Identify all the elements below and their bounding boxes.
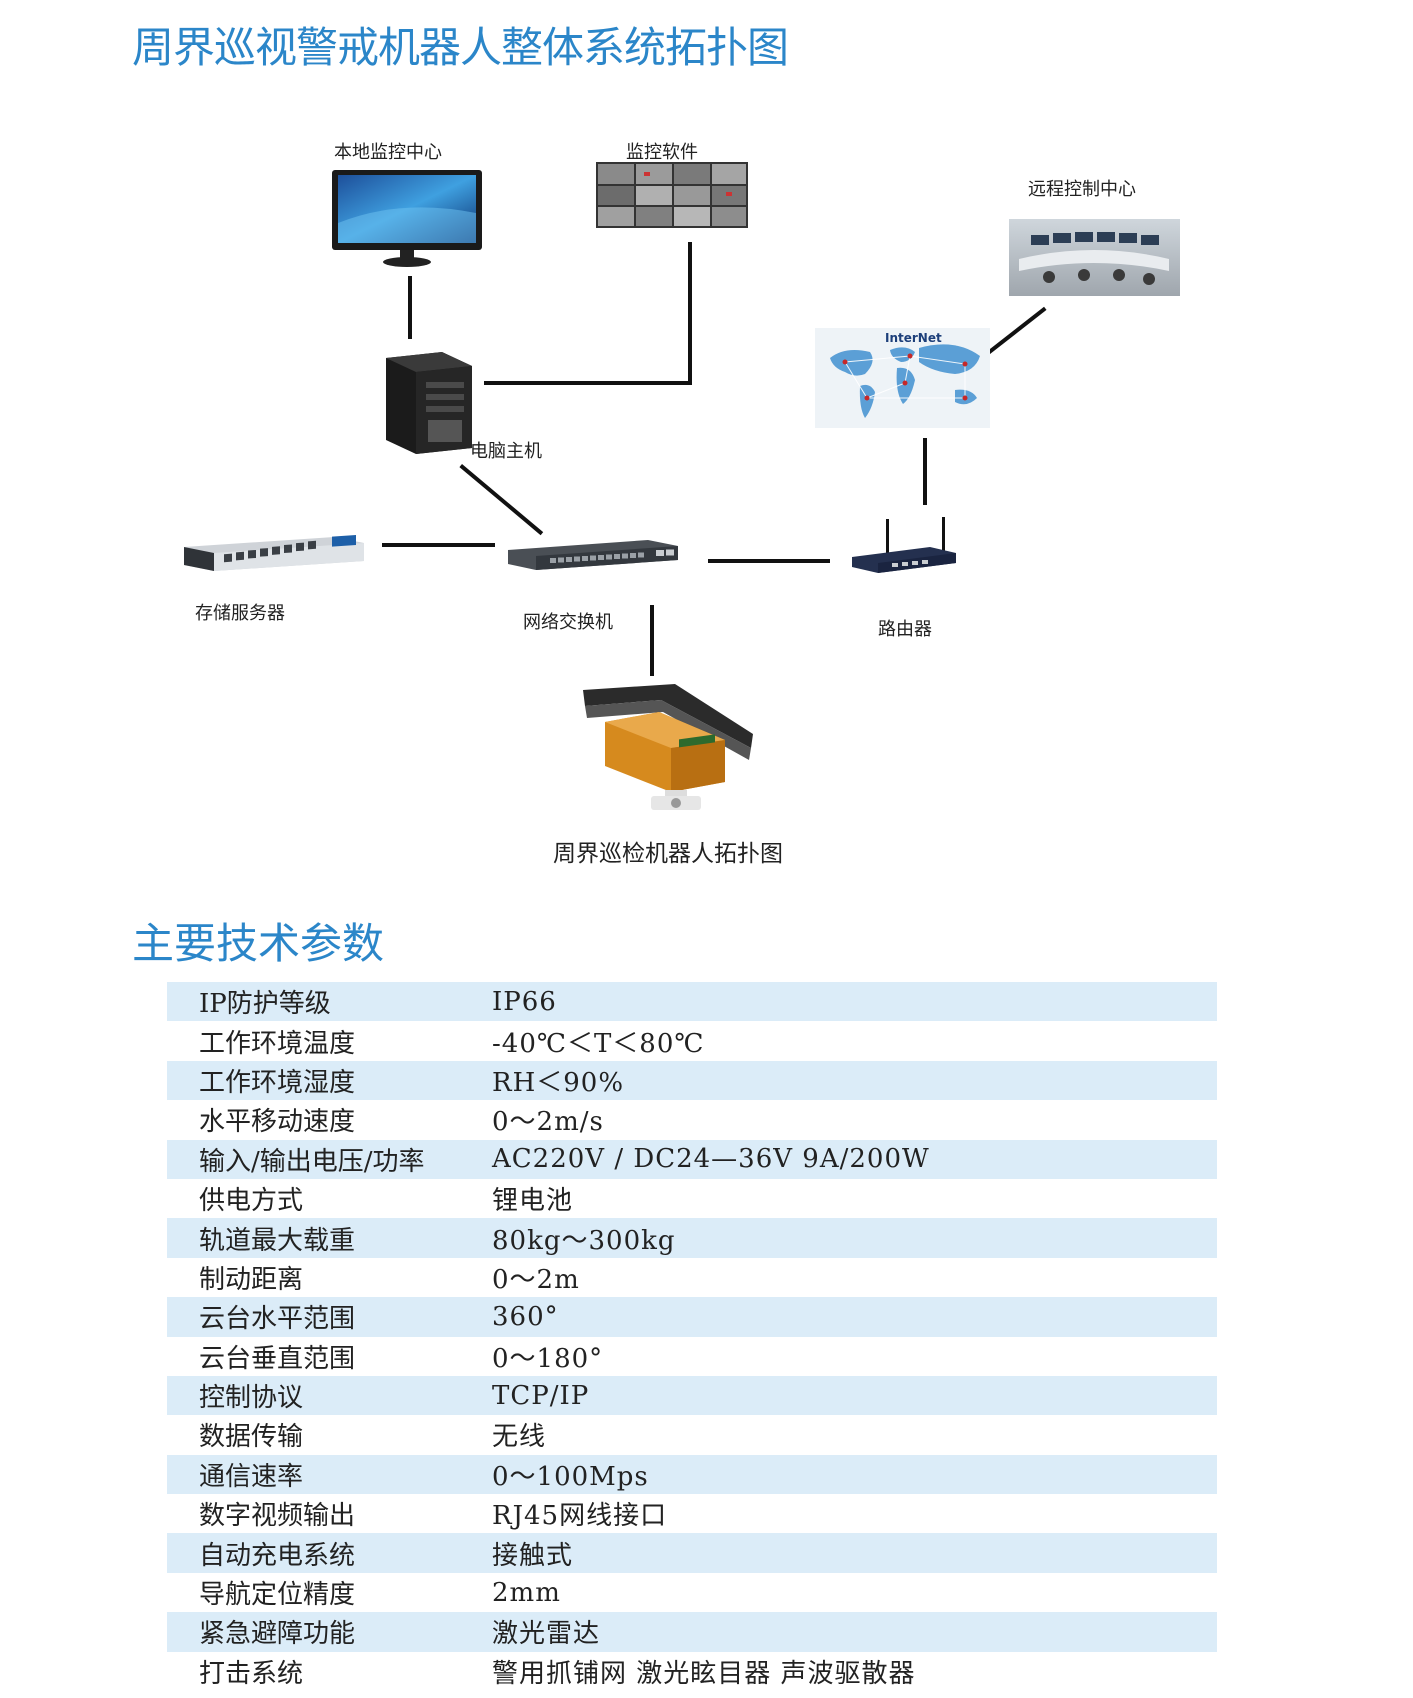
param-value: 0～2m/s <box>492 1107 604 1138</box>
param-name: 输入/输出电压/功率 <box>199 1146 425 1177</box>
table-row: 通信速率 0～100Mps <box>167 1454 1217 1495</box>
param-value: -40℃＜T＜80℃ <box>492 1028 705 1059</box>
param-value: 80kg～300kg <box>492 1225 676 1256</box>
param-value: 0～2m <box>492 1264 580 1295</box>
param-value: AC220V / DC24—36V 9A/200W <box>492 1144 930 1175</box>
table-row: 紧急避障功能 激光雷达 <box>167 1612 1217 1652</box>
table-row: 制动距离 0～2m <box>167 1258 1217 1297</box>
param-name: IP防护等级 <box>199 989 331 1020</box>
internet-world-map-icon: InterNet <box>815 328 990 428</box>
label-network-switch: 网络交换机 <box>523 612 613 633</box>
label-local-monitor-center: 本地监控中心 <box>334 142 442 163</box>
label-remote-control-center: 远程控制中心 <box>1028 179 1136 200</box>
param-name: 工作环境温度 <box>199 1028 356 1059</box>
param-name: 供电方式 <box>199 1186 304 1217</box>
param-value: 激光雷达 <box>492 1619 601 1650</box>
param-value: RJ45网线接口 <box>492 1501 668 1532</box>
link-internet-router <box>923 438 927 505</box>
table-row: 数据传输 无线 <box>167 1415 1217 1454</box>
param-name: 导航定位精度 <box>199 1580 356 1611</box>
table-row: 导航定位精度 2mm <box>167 1573 1217 1612</box>
param-value: 警用抓铺网 激光眩目器 声波驱散器 <box>492 1658 916 1689</box>
diagram-caption: 周界巡检机器人拓扑图 <box>553 841 783 867</box>
label-monitor-software: 监控软件 <box>626 142 698 163</box>
link-switch-router <box>708 559 830 563</box>
param-name: 水平移动速度 <box>199 1107 356 1138</box>
param-value: 接触式 <box>492 1540 574 1571</box>
table-row: 工作环境湿度 RH＜90% <box>167 1060 1217 1101</box>
link-software-pc-horizontal <box>484 381 692 385</box>
table-row: 自动充电系统 接触式 <box>167 1533 1217 1573</box>
param-value: IP66 <box>492 986 557 1017</box>
param-name: 数字视频输出 <box>199 1501 356 1532</box>
link-switch-robot <box>650 605 654 676</box>
label-pc-host: 电脑主机 <box>470 441 542 462</box>
table-row: 输入/输出电压/功率 AC220V / DC24—36V 9A/200W <box>167 1139 1217 1179</box>
param-value: 360° <box>492 1301 559 1332</box>
param-name: 制动距离 <box>199 1264 304 1295</box>
table-row: 数字视频输出 RJ45网线接口 <box>167 1494 1217 1533</box>
param-name: 自动充电系统 <box>199 1540 356 1571</box>
param-name: 打击系统 <box>199 1658 304 1689</box>
param-value: 无线 <box>492 1422 547 1453</box>
table-row: 控制协议 TCP/IP <box>167 1375 1217 1416</box>
label-router: 路由器 <box>878 619 932 640</box>
param-name: 数据传输 <box>199 1422 304 1453</box>
param-value: TCP/IP <box>492 1380 590 1411</box>
param-value: RH＜90% <box>492 1067 625 1098</box>
remote-control-center-icon <box>1009 219 1180 296</box>
table-row: 云台水平范围 360° <box>167 1297 1217 1337</box>
param-name: 云台水平范围 <box>199 1304 356 1335</box>
param-name: 云台垂直范围 <box>199 1343 356 1374</box>
pc-tower-icon <box>380 348 474 456</box>
table-row: IP防护等级 IP66 <box>167 982 1217 1022</box>
param-value: 0～100Mps <box>492 1461 649 1492</box>
storage-server-icon <box>184 531 364 573</box>
param-name: 工作环境湿度 <box>199 1067 356 1098</box>
param-name: 控制协议 <box>199 1383 304 1414</box>
table-row: 工作环境温度 -40℃＜T＜80℃ <box>167 1021 1217 1060</box>
table-row: 云台垂直范围 0～180° <box>167 1337 1217 1376</box>
param-name: 通信速率 <box>199 1461 304 1492</box>
link-pc-switch <box>459 464 544 536</box>
table-row: 供电方式 锂电池 <box>167 1179 1217 1218</box>
table-row: 轨道最大载重 80kg～300kg <box>167 1218 1217 1258</box>
link-software-pc-vertical <box>688 242 692 385</box>
network-switch-icon <box>508 538 678 574</box>
param-value: 2mm <box>492 1577 561 1608</box>
param-name: 轨道最大载重 <box>199 1225 356 1256</box>
table-row: 水平移动速度 0～2m/s <box>167 1100 1217 1139</box>
link-monitor-pc <box>408 276 412 339</box>
param-value: 锂电池 <box>492 1186 574 1217</box>
monitor-software-icon <box>596 162 748 228</box>
table-row: 打击系统 警用抓铺网 激光眩目器 声波驱散器 <box>167 1652 1217 1691</box>
patrol-robot-icon <box>575 682 755 812</box>
params-title: 主要技术参数 <box>132 919 385 968</box>
link-internet-remote <box>981 306 1047 360</box>
internet-label: InterNet <box>885 331 942 345</box>
monitor-icon <box>330 168 485 268</box>
param-name: 紧急避障功能 <box>199 1619 356 1650</box>
label-storage-server: 存储服务器 <box>195 603 285 624</box>
page-title: 周界巡视警戒机器人整体系统拓扑图 <box>132 23 789 72</box>
link-storage-switch <box>382 543 495 547</box>
router-icon <box>852 515 956 575</box>
param-value: 0～180° <box>492 1343 604 1374</box>
